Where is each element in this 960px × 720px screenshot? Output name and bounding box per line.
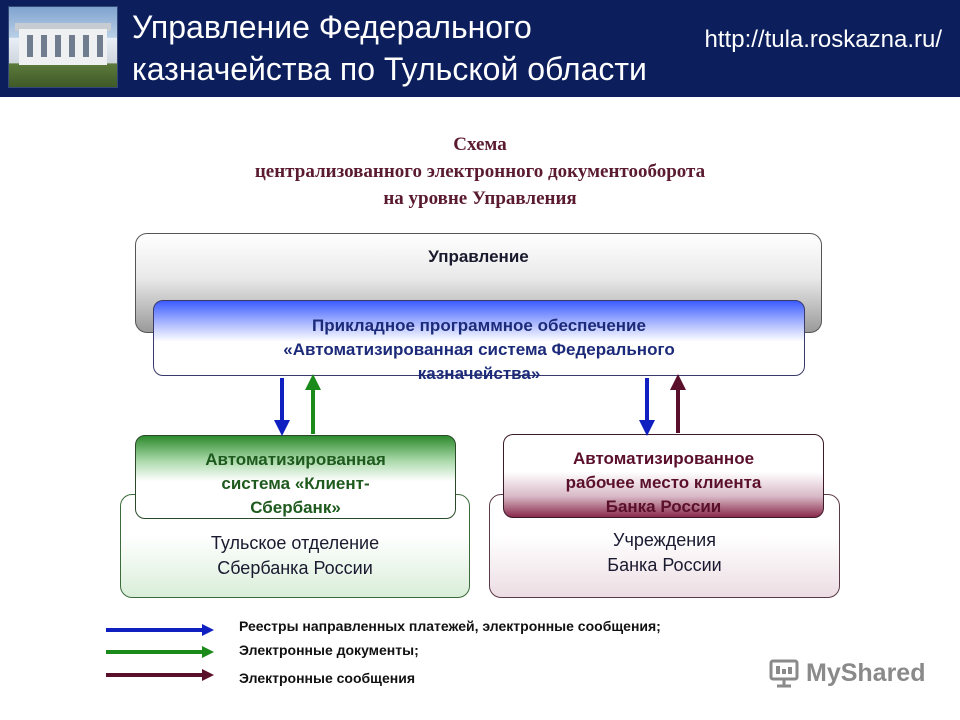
app-line3: казначейства»: [417, 364, 541, 383]
legend-label-documents: Электронные документы;: [239, 642, 419, 658]
app-software-label: Прикладное программное обеспечение «Авто…: [164, 314, 794, 386]
client-sberbank-system-label: Автоматизированная система «Клиент- Сбер…: [142, 448, 449, 520]
sberbank-branch-label: Тульское отделение Сбербанка России: [121, 531, 469, 581]
myshared-watermark: MyShared: [768, 655, 928, 695]
client-sberbank-system-box: Автоматизированная система «Клиент- Сбер…: [135, 435, 456, 519]
header-title-line1: Управление Федерального: [132, 9, 532, 45]
building-photo: [8, 6, 118, 88]
watermark-text: MyShared: [806, 659, 926, 687]
sber-base-line1: Тульское отделение: [210, 533, 380, 553]
legend-row-messages: Электронные сообщения: [104, 666, 744, 688]
app-line2: «Автоматизированная система Федерального: [283, 340, 675, 359]
bank-workplace-line2: рабочее место клиента: [565, 473, 762, 492]
app-line1: Прикладное программное обеспечение: [312, 316, 646, 335]
legend-label-messages: Электронные сообщения: [239, 670, 415, 686]
title-line1: Схема: [453, 134, 507, 155]
legend-row-registries: Реестры направленных платежей, электронн…: [104, 616, 744, 638]
legend-label-registries: Реестры направленных платежей, электронн…: [239, 618, 661, 634]
bank-base-line2: Банка России: [607, 555, 722, 575]
legend-maroon-arrow-icon: [106, 669, 214, 681]
bank-workplace-line3: Банка России: [605, 497, 722, 516]
bank-russia-workplace-box: Автоматизированное рабочее место клиента…: [503, 434, 824, 518]
sber-base-line2: Сбербанка России: [217, 558, 373, 578]
bank-russia-institutions-label: Учреждения Банка России: [490, 528, 839, 578]
bank-russia-workplace-label: Автоматизированное рабочее место клиента…: [510, 447, 817, 519]
bank-base-line1: Учреждения: [613, 530, 716, 550]
legend-green-arrow-icon: [106, 646, 214, 658]
header-title: Управление Федерального казначейства по …: [132, 6, 647, 90]
header-url[interactable]: http://tula.roskazna.ru/: [704, 26, 942, 53]
header-banner: Управление Федерального казначейства по …: [0, 0, 960, 97]
presentation-icon: [769, 659, 799, 688]
bank-workplace-line1: Автоматизированное: [572, 449, 755, 468]
sber-system-line1: Автоматизированная: [205, 450, 386, 469]
upravlenie-label: Управление: [428, 247, 529, 266]
title-line2: централизованного электронного документо…: [254, 161, 706, 182]
sber-system-line3: Сбербанк»: [250, 498, 341, 517]
diagram-title: Схема централизованного электронного док…: [140, 131, 820, 212]
legend-row-documents: Электронные документы;: [104, 641, 744, 663]
header-title-line2: казначейства по Тульской области: [132, 51, 647, 87]
sber-system-line2: система «Клиент-: [221, 474, 370, 493]
legend-blue-arrow-icon: [106, 624, 214, 636]
title-line3: на уровне Управления: [383, 188, 577, 209]
app-software-box: Прикладное программное обеспечение «Авто…: [153, 300, 805, 383]
